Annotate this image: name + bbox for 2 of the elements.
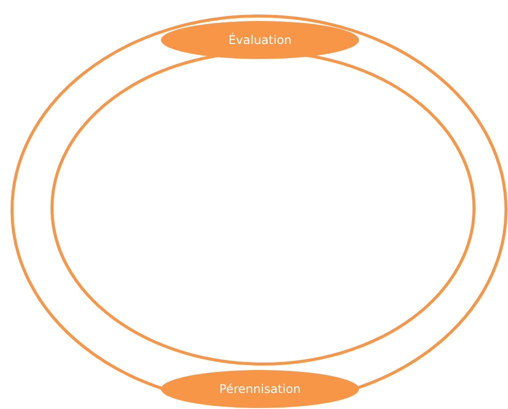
stage-label: Évaluation [228, 33, 292, 47]
stage-label: Pérennisation [219, 382, 301, 396]
